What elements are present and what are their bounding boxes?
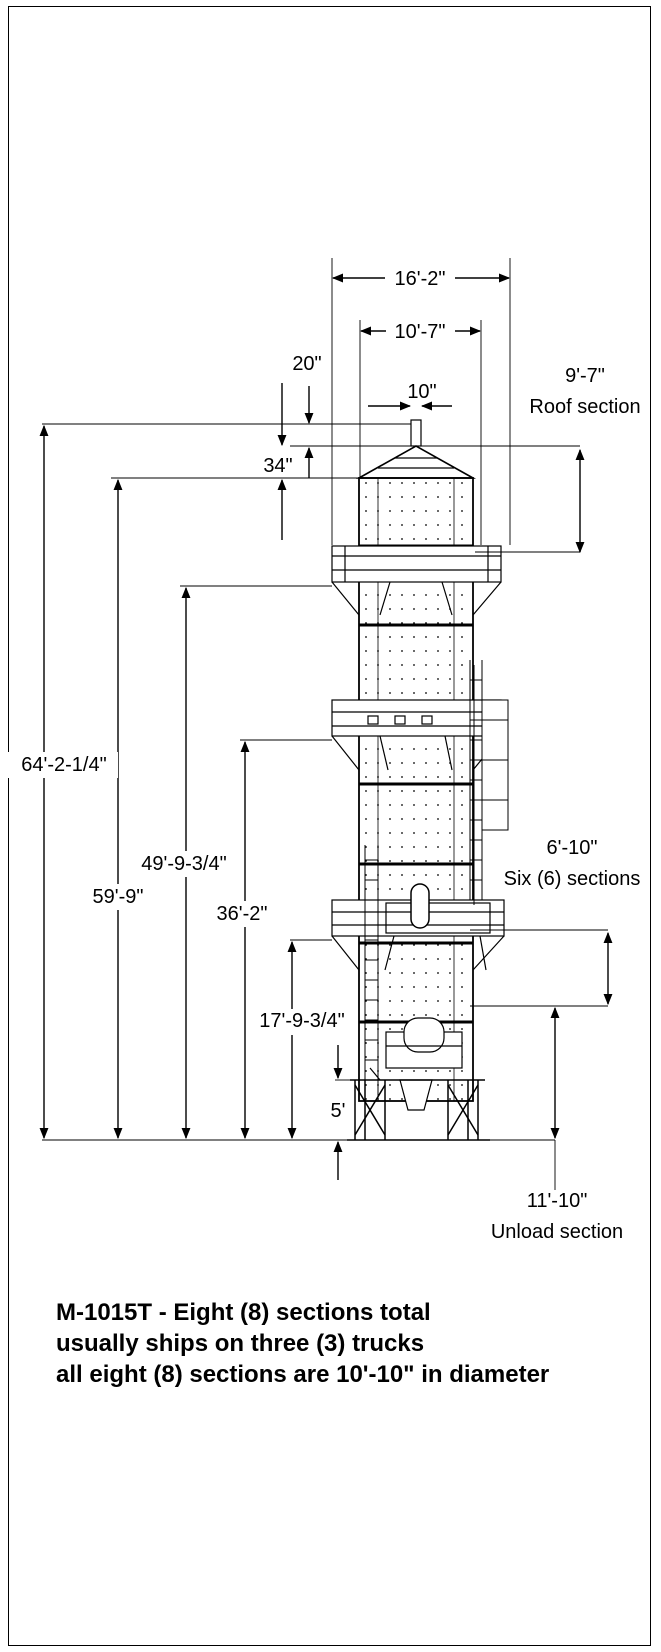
dim-overall-height: 64'-2-1/4": [21, 754, 106, 776]
dim-roof-section-height: 9'-7": [565, 365, 605, 387]
label-six-sections: Six (6) sections: [504, 868, 641, 890]
inspection-door: [410, 883, 430, 929]
dim-section-height: 6'-10": [547, 837, 598, 859]
label-roof-section: Roof section: [529, 396, 640, 418]
roof-vent: [410, 419, 422, 447]
dryer-tower: [331, 419, 509, 1141]
dim-body-width: 10'-7": [395, 321, 446, 343]
middle-platform: [331, 699, 502, 771]
dim-middle-platform-height: 36'-2": [217, 903, 268, 925]
side-stair: [469, 660, 509, 905]
model-notes: M-1015T - Eight (8) sections total usual…: [56, 1297, 646, 1390]
extension-lines: [42, 258, 608, 1190]
side-ladder: [364, 845, 379, 1100]
note-line-3: all eight (8) sections are 10'-10" in di…: [56, 1361, 550, 1388]
dimension-arrows: [39, 273, 613, 1180]
unload-section: [369, 1017, 463, 1111]
dim-unload-section-height: 11'-10": [527, 1190, 588, 1212]
dim-roof-peak: 34": [263, 455, 292, 477]
dim-vent-height: 20": [292, 353, 321, 375]
note-line-2: usually ships on three (3) trucks: [56, 1330, 425, 1357]
dim-eave-height: 59'-9": [93, 886, 144, 908]
label-unload-section: Unload section: [491, 1221, 623, 1243]
dim-leg-clearance: 5': [331, 1100, 346, 1122]
dim-vent-width: 10": [407, 381, 436, 403]
dim-overall-width: 16'-2": [395, 268, 446, 290]
roof-cone: [355, 445, 477, 479]
dimension-labels: 16'-2" 10'-7" 10" 20" 34" 9'-7" Roof sec…: [8, 264, 641, 1243]
note-line-1: M-1015T - Eight (8) sections total: [56, 1299, 431, 1326]
upper-platform: [331, 545, 502, 616]
dim-upper-platform-height: 49'-9-3/4": [141, 853, 226, 875]
dim-lower-platform-height: 17'-9-3/4": [259, 1010, 344, 1032]
